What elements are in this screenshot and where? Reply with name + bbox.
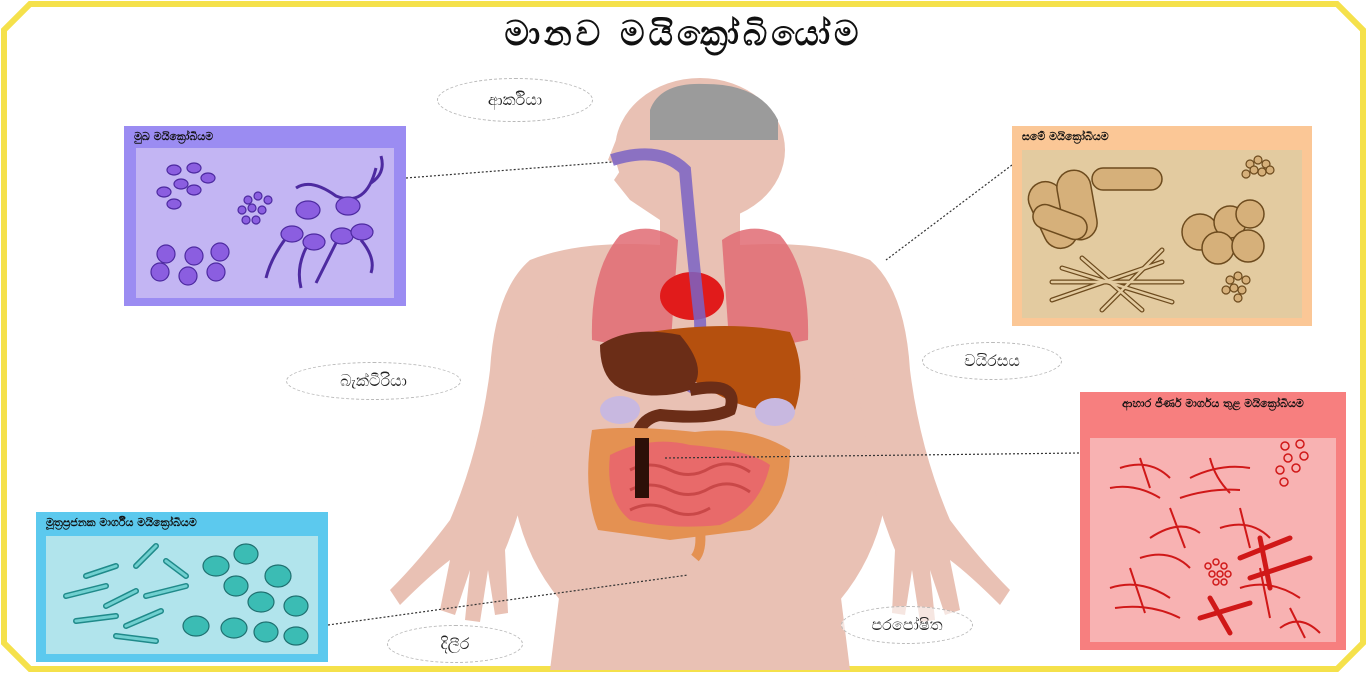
panel-oral-title: මුඛ මයික්‍රෝබියම bbox=[134, 130, 213, 144]
gut-microbes-illustration bbox=[1090, 438, 1336, 642]
label-fungi: දිලීර bbox=[387, 625, 523, 663]
skin-microbes-illustration bbox=[1022, 150, 1302, 318]
panel-gut-microbiome: ආහාර ජීර්ණ මාර්ගය තුළ මයික්‍රෝබියම bbox=[1080, 392, 1346, 650]
panel-urogenital-title: මූත්‍රප්‍රජනක මාර්ගීය මයික්‍රෝබියම bbox=[46, 516, 197, 530]
urogenital-microbes-illustration bbox=[46, 536, 318, 654]
panel-oral-microbiome: මුඛ මයික්‍රෝබියම bbox=[124, 126, 406, 306]
label-virus: වයිරසය bbox=[922, 342, 1062, 380]
label-archaea: ආර්කියා bbox=[437, 78, 593, 122]
panel-skin-microbiome: සමේ මයික්‍රෝබියම bbox=[1012, 126, 1312, 326]
panel-skin-title: සමේ මයික්‍රෝබියම bbox=[1022, 130, 1109, 144]
page-title: මානව මයික්‍රෝබියෝම bbox=[0, 14, 1367, 54]
label-bacteria: බැක්ටීරියා bbox=[286, 362, 461, 400]
panel-urogenital-microbiome: මූත්‍රප්‍රජනක මාර්ගීය මයික්‍රෝබියම bbox=[36, 512, 328, 662]
panel-gut-title: ආහාර ජීර්ණ මාර්ගය තුළ මයික්‍රෝබියම bbox=[1080, 396, 1346, 412]
oral-microbes-illustration bbox=[136, 148, 394, 298]
label-parasites: පරපෝෂිත bbox=[841, 606, 973, 644]
